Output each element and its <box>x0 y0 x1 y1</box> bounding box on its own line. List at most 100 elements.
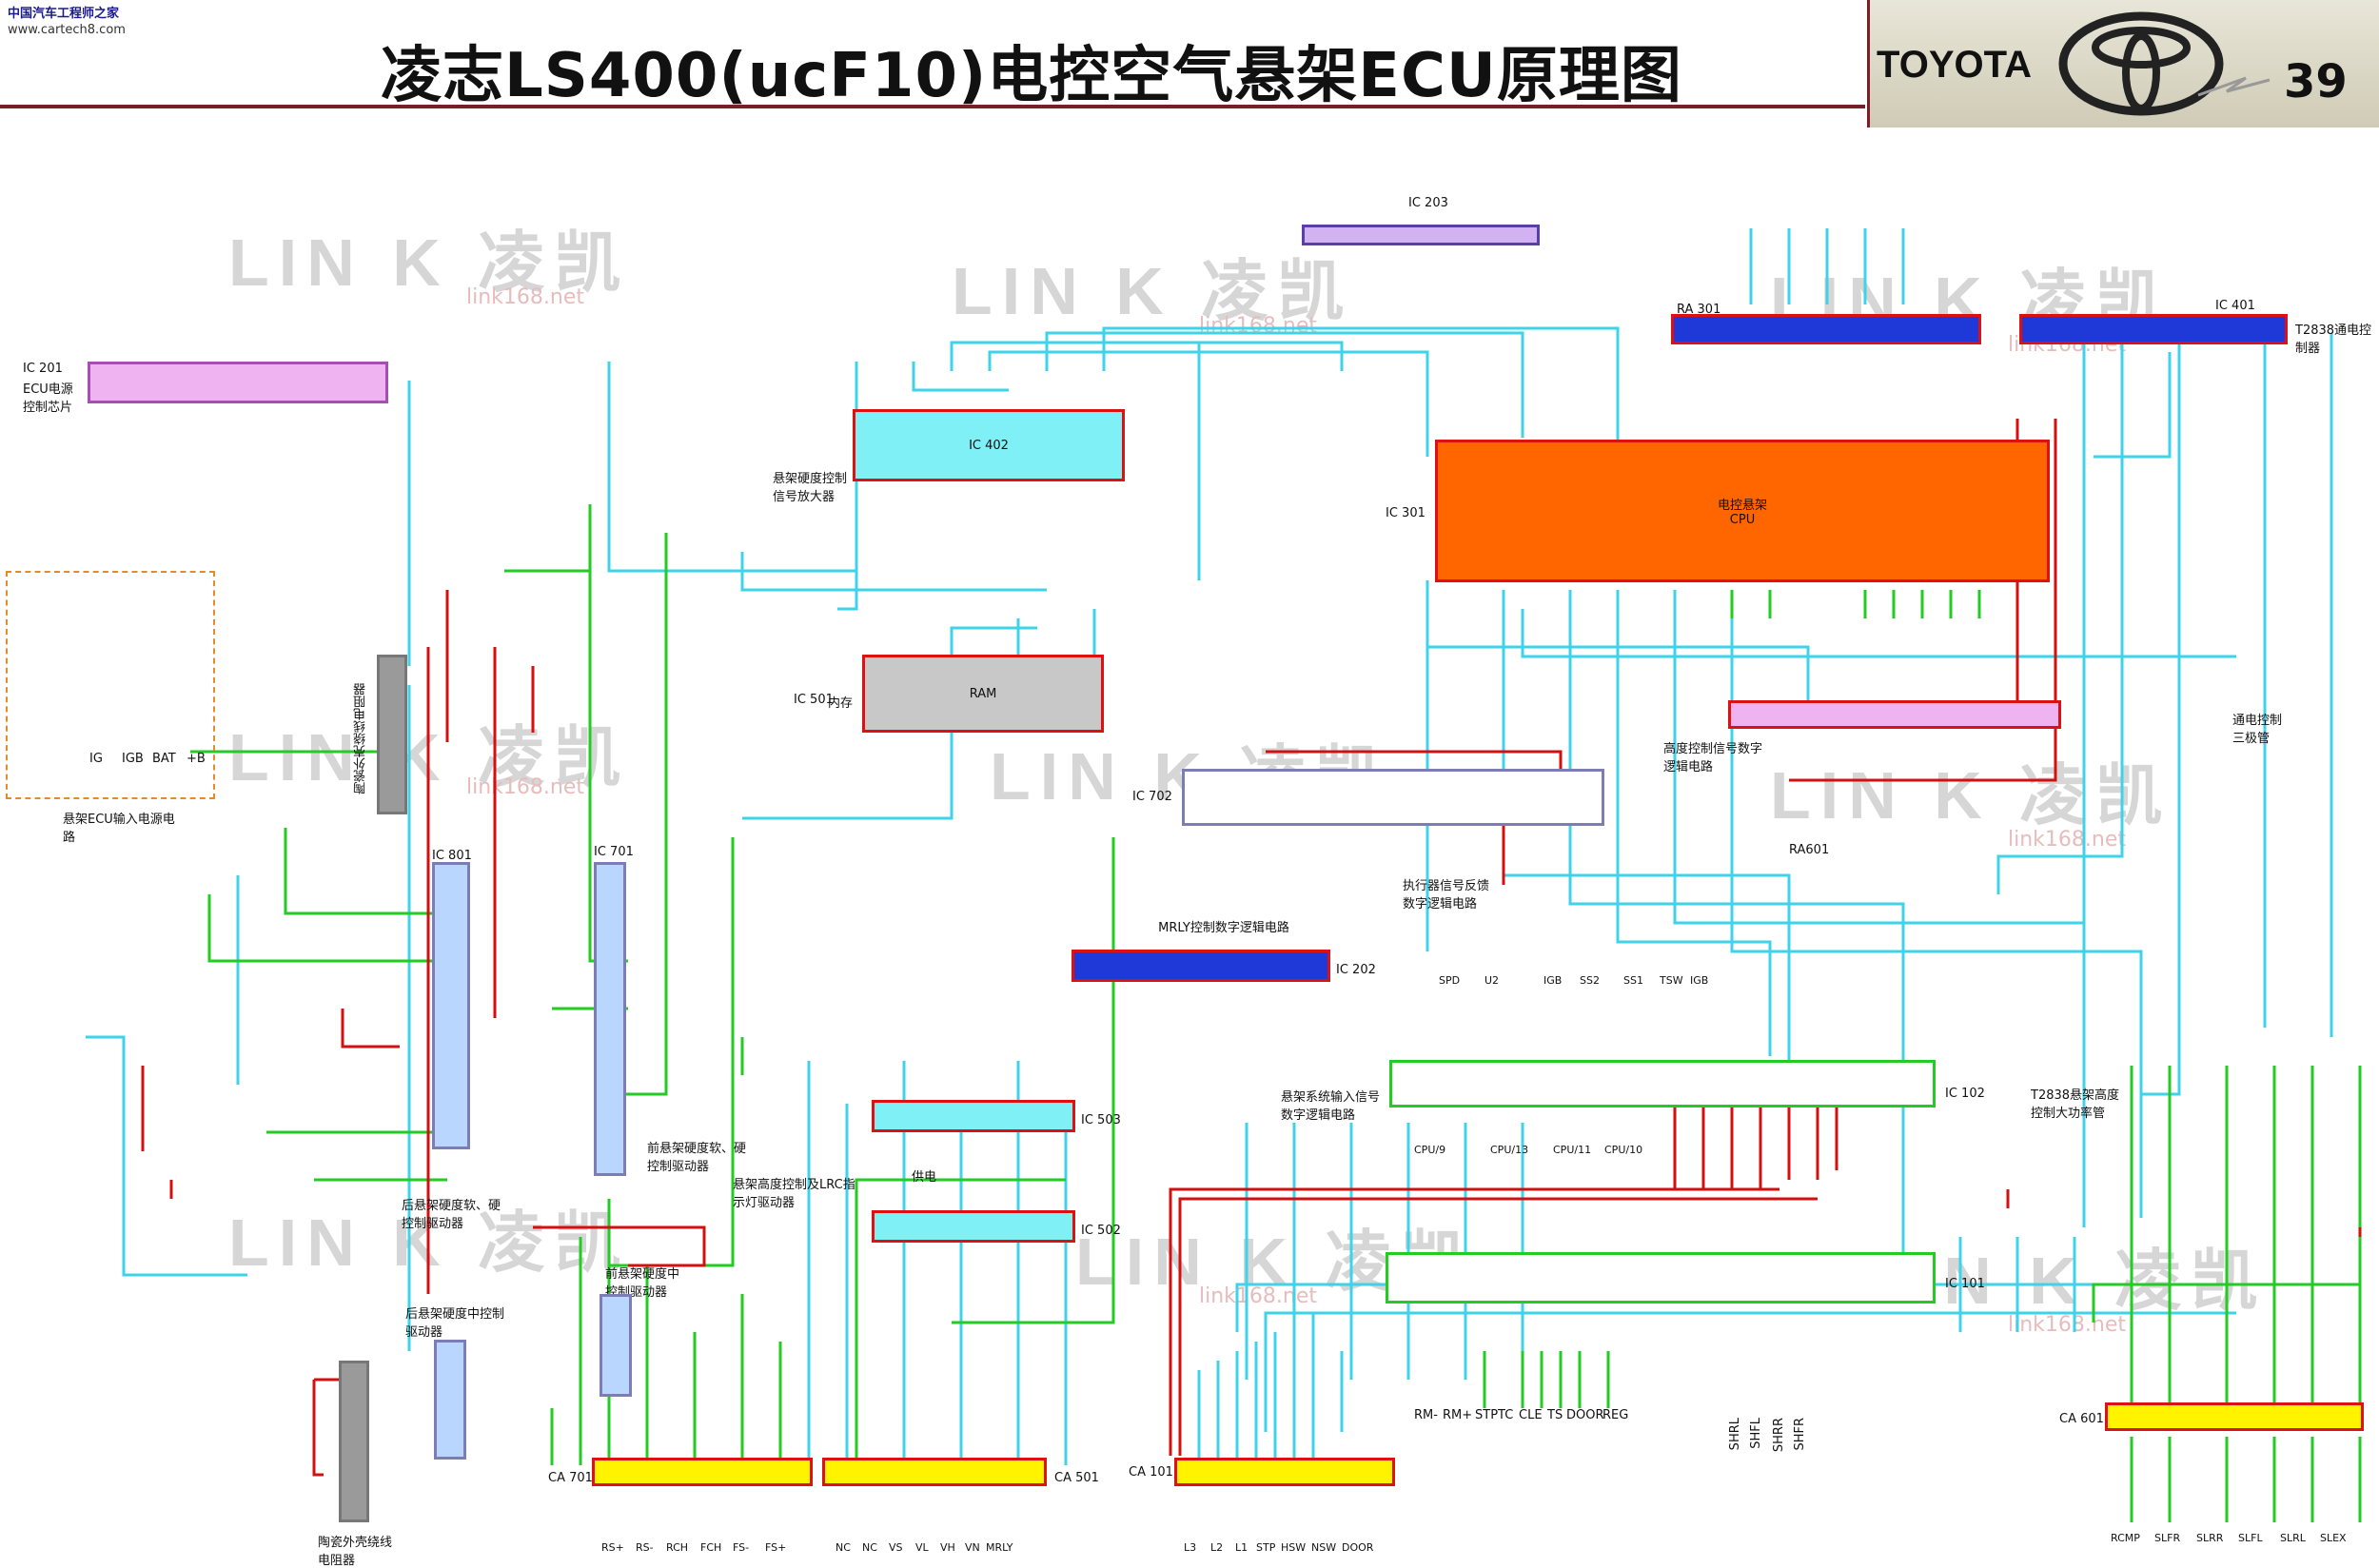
ic101-out-reg: REG <box>1602 1408 1629 1422</box>
shfx-shrr: SHRR <box>1772 1418 1786 1453</box>
ic401-chip <box>2019 314 2288 344</box>
ic101-out-cle: CLE <box>1519 1408 1543 1422</box>
ic201-chip <box>88 362 388 403</box>
page-title: 凌志LS400(ucF10)电控空气悬架ECU原理图 <box>381 41 1682 111</box>
ca601-connector <box>2105 1402 2364 1431</box>
ic102-in-spd: SPD <box>1439 974 1461 987</box>
ca101-id: CA 101 <box>1129 1465 1173 1480</box>
watermark-net: link168.net <box>466 775 584 799</box>
ceramic-bottom-label: 陶瓷外壳绕线电阻器 <box>318 1536 393 1568</box>
ic101-out-rm-plus: RM+ <box>1443 1408 1473 1422</box>
title-rule <box>0 105 1865 108</box>
ca501-id: CA 501 <box>1054 1471 1099 1485</box>
ic102-cpu11: CPU/11 <box>1553 1144 1592 1156</box>
ca501-connector <box>822 1458 1047 1486</box>
ic402-desc: 悬架硬度控制信号放大器 <box>773 472 848 504</box>
ca701-pin-fch: FCH <box>700 1541 722 1554</box>
ic402-chip: IC 402 <box>853 409 1125 481</box>
t2838-amp-label: T2838悬架高度控制大功率管 <box>2031 1088 2120 1121</box>
ic701-chip <box>594 862 626 1176</box>
ic202-desc: MRLY控制数字逻辑电路 <box>1158 921 1289 935</box>
ic101-chip <box>1386 1252 1936 1303</box>
cpu-sub-label: CPU <box>1729 513 1756 527</box>
power-pin-bat: BAT <box>152 752 176 766</box>
ic401-id: IC 401 <box>2215 299 2255 313</box>
ra601-id: RA601 <box>1789 843 1830 857</box>
ic202-chip <box>1072 950 1330 982</box>
site-url: www.cartech8.com <box>8 23 126 37</box>
ca601-pin-rcmp: RCMP <box>2111 1532 2140 1544</box>
ca101-pin-stp: STP <box>1256 1541 1276 1554</box>
cpu-label: 电控悬架 <box>1717 499 1767 513</box>
ic502-id: IC 502 <box>1081 1224 1121 1238</box>
ra301-id: RA 301 <box>1677 303 1721 317</box>
ic203-chip <box>1302 225 1540 245</box>
ic402-id: IC 402 <box>969 438 1009 453</box>
watermark-net: link168.net <box>2008 828 2126 852</box>
watermark-logo: LIN K 凌凯 <box>1770 758 2173 833</box>
power-pin-igb: IGB <box>122 752 144 766</box>
watermark-logo: LIN K 凌凯 <box>228 720 631 794</box>
ic503-chip <box>872 1100 1075 1132</box>
ram-id: IC 501 <box>794 693 834 707</box>
supply-label: 供电 <box>912 1170 937 1185</box>
ic702-desc: 执行器信号反馈数字逻辑电路 <box>1403 879 1490 911</box>
ic502-chip <box>872 1210 1075 1243</box>
ic102-cpu13: CPU/13 <box>1490 1144 1529 1156</box>
shfx-shfr: SHFR <box>1793 1418 1807 1451</box>
cpu-chip: 电控悬架 CPU <box>1435 440 2050 582</box>
power-pin-ig: IG <box>89 752 103 766</box>
ram-chip: RAM <box>862 655 1104 733</box>
ra301-chip <box>1671 314 1981 344</box>
ceramic-resistor-bottom <box>339 1361 369 1522</box>
height-ctrl-chip <box>1728 700 2061 729</box>
page-number: 39 <box>2284 55 2348 108</box>
ca701-connector <box>592 1458 813 1486</box>
ram-text: RAM <box>969 686 997 701</box>
ca501-pin-vl: VL <box>915 1541 929 1554</box>
ca101-pin-hsw: HSW <box>1281 1541 1307 1554</box>
ca101-pin-l3: L3 <box>1184 1541 1197 1554</box>
power-input-label: 悬架ECU输入电源电路 <box>63 813 175 845</box>
rear-mid-chip <box>434 1340 466 1460</box>
ca101-pin-door: DOOR <box>1342 1541 1374 1554</box>
watermark-net: link168.net <box>1199 1284 1317 1308</box>
ic701-desc: 前悬架硬度软、硬控制驱动器 <box>647 1142 747 1174</box>
ca601-pin-slrl: SLRL <box>2280 1532 2306 1544</box>
ic102-desc: 悬架系统输入信号数字逻辑电路 <box>1281 1090 1381 1123</box>
ca701-pin-fs-minus: FS- <box>733 1541 750 1554</box>
ca101-pin-l2: L2 <box>1210 1541 1224 1554</box>
ic101-out-ts: TS <box>1547 1408 1563 1422</box>
ic202-id: IC 202 <box>1336 963 1376 977</box>
ic101-out-stptc: STPTC <box>1475 1408 1514 1422</box>
ceramic-top-label: 陶瓷外壳绕线电阻器 <box>354 683 368 794</box>
watermark-logo: LIN K 凌凯 <box>228 1205 631 1280</box>
ic102-in-tsw: TSW <box>1660 974 1683 987</box>
ca501-pin-vs: VS <box>889 1541 903 1554</box>
ca101-connector <box>1174 1458 1395 1486</box>
ic201-id: IC 201 <box>23 362 63 376</box>
ceramic-resistor-top <box>377 655 407 814</box>
ca501-pin-nc1: NC <box>836 1541 851 1554</box>
ic102-in-u2: U2 <box>1484 974 1500 987</box>
shfx-shrl: SHRL <box>1728 1418 1742 1451</box>
watermark-net: link168.net <box>466 285 584 309</box>
ic702-chip <box>1182 769 1604 826</box>
ca701-pin-fs-plus: FS+ <box>765 1541 787 1554</box>
ic101-out-door: DOOR <box>1566 1408 1604 1422</box>
watermark-logo: LIN K 凌凯 <box>952 254 1354 328</box>
ic102-id: IC 102 <box>1945 1087 1985 1101</box>
ca601-pin-slfl: SLFL <box>2238 1532 2263 1544</box>
ic201-desc: ECU电源控制芯片 <box>23 382 73 415</box>
ic503-desc: 悬架高度控制及LRC指示灯驱动器 <box>733 1178 855 1210</box>
power-input-block <box>6 571 215 799</box>
power-pin-b: +B <box>187 752 206 766</box>
ca601-id: CA 601 <box>2059 1412 2104 1426</box>
ca701-pin-rs-minus: RS- <box>636 1541 654 1554</box>
ca601-pin-slrr: SLRR <box>2196 1532 2224 1544</box>
watermark-logo: LIN K 凌凯 <box>228 225 631 300</box>
ca701-pin-rs-plus: RS+ <box>601 1541 624 1554</box>
t401-label: 通电控制三极管 <box>2232 714 2283 746</box>
ic701-id: IC 701 <box>594 845 634 859</box>
